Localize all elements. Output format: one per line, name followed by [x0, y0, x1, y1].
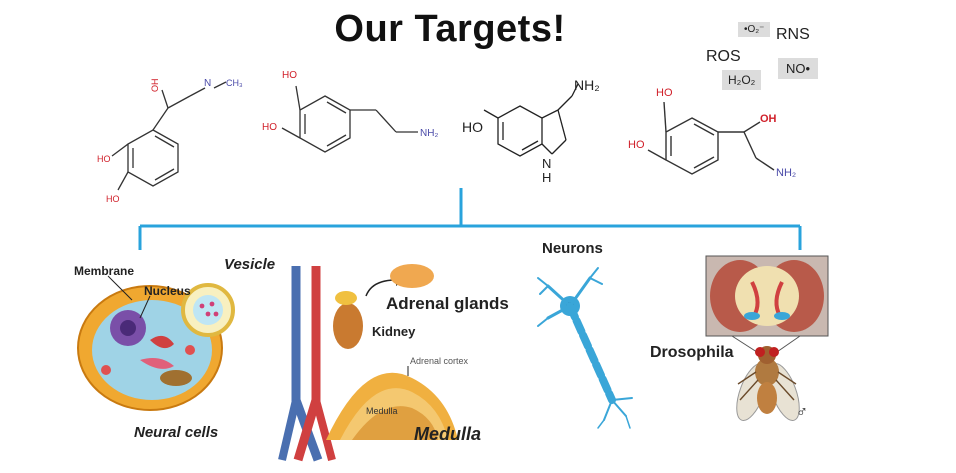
m3-nh2: NH₂	[574, 77, 600, 93]
nucleus-label: Nucleus	[144, 284, 191, 298]
nitric-oxide-label: NO•	[778, 58, 819, 79]
rns-label: RNS	[776, 26, 810, 43]
vesicle-label: Vesicle	[224, 256, 276, 273]
neural-cell-illustration	[77, 275, 235, 411]
medulla-label: Medulla	[414, 424, 482, 444]
molecule-dopamine	[281, 85, 418, 153]
adrenal-cortex-label: Adrenal cortex	[410, 356, 469, 366]
drosophila-illustration	[705, 255, 829, 421]
neural-cells-label: Neural cells	[134, 424, 219, 441]
adrenal-glands-label: Adrenal glands	[386, 294, 509, 313]
bracket	[138, 188, 802, 250]
hydrogen-peroxide-label: H₂O₂	[722, 70, 762, 90]
m1-oh: OH	[150, 79, 160, 93]
male-symbol: ♂	[796, 404, 808, 421]
superoxide-label: •O₂⁻	[738, 22, 771, 37]
m3-n: N	[542, 156, 551, 171]
neuron-illustration	[537, 267, 633, 429]
drosophila-label: Drosophila	[650, 344, 734, 361]
m1-ch3: CH₃	[226, 78, 243, 88]
m2-ho-a: HO	[282, 70, 297, 81]
m1-n: N	[204, 78, 211, 89]
m3-ho: HO	[462, 119, 483, 135]
medulla-small-label: Medulla	[366, 406, 398, 416]
membrane-label: Membrane	[74, 264, 135, 278]
m1-ho-b: HO	[106, 194, 120, 204]
m4-nh2: NH₂	[776, 167, 796, 179]
molecule-epinephrine	[111, 81, 227, 191]
kidney-adrenal-illustration	[278, 264, 458, 462]
m4-ho-a: HO	[656, 87, 673, 99]
m4-ho-b: HO	[628, 139, 645, 151]
neurons-label: Neurons	[542, 240, 603, 257]
kidney-label: Kidney	[372, 324, 416, 339]
m1-ho-a: HO	[97, 154, 111, 164]
molecule-serotonin	[483, 83, 579, 157]
ros-label: ROS	[706, 48, 741, 65]
m2-ho-b: HO	[262, 122, 277, 133]
m4-oh: OH	[760, 113, 777, 125]
page-title: Our Targets!	[334, 8, 566, 50]
m2-nh2: NH₂	[420, 128, 438, 139]
molecule-norepinephrine	[647, 101, 775, 175]
m3-h: H	[542, 170, 551, 185]
